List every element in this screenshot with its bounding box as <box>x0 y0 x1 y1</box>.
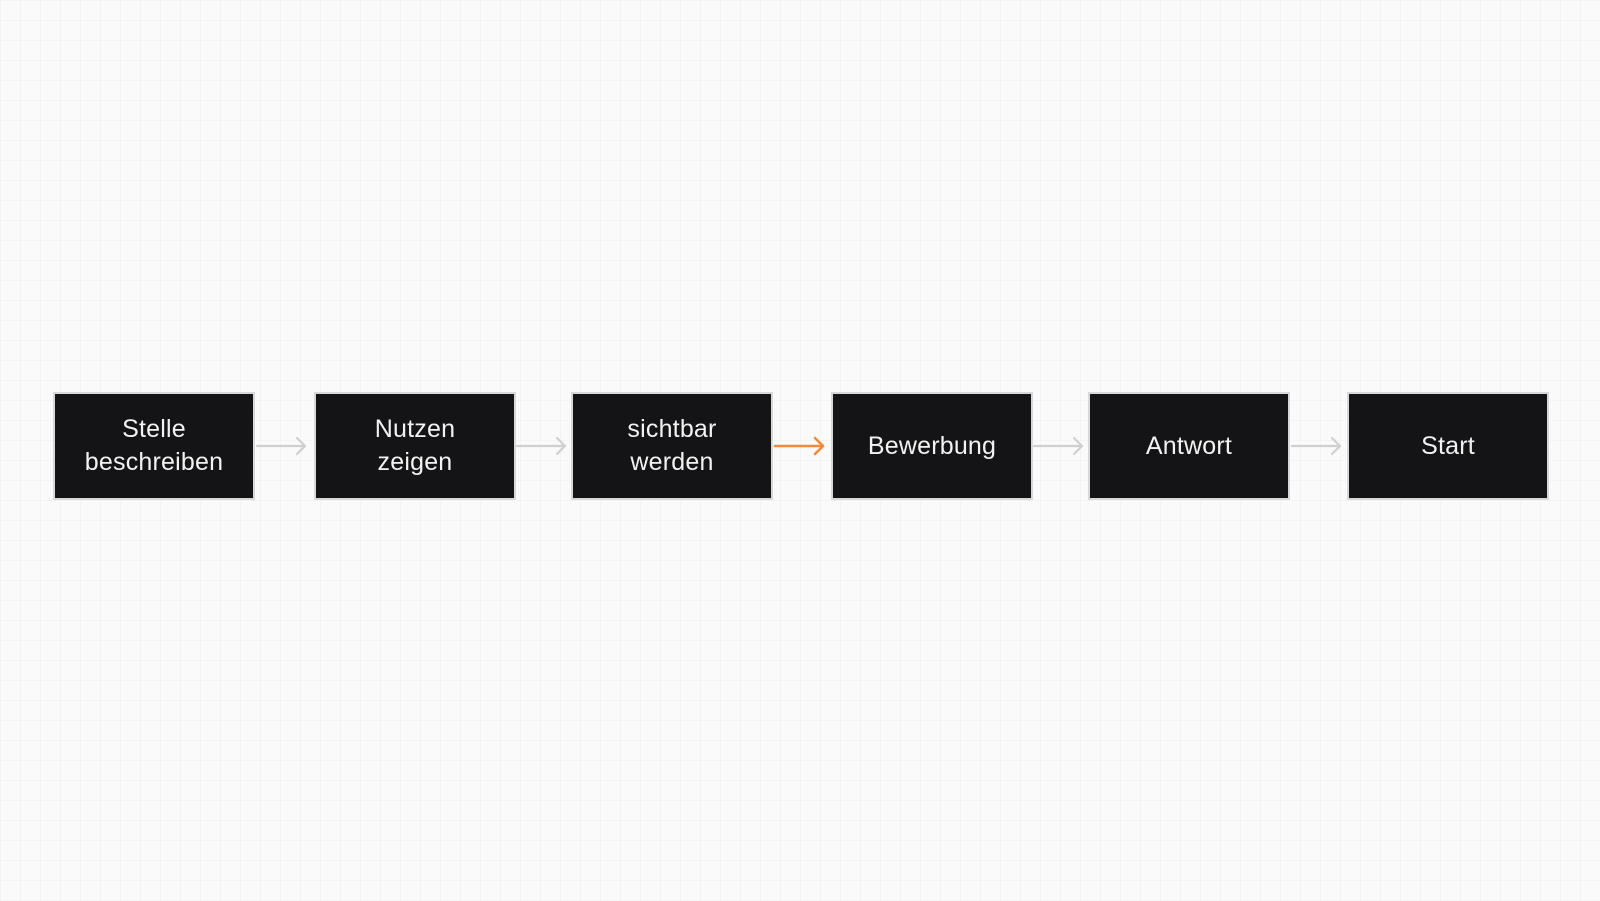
step-label: Antwort <box>1145 431 1233 460</box>
arrow-icon <box>1290 436 1342 456</box>
highlighted-arrow-icon <box>773 436 825 456</box>
step-label: Nutzen zeigen <box>374 415 456 476</box>
step-start: Start <box>1347 392 1549 500</box>
step-stelle-beschreiben: Stelle beschreiben <box>53 392 255 500</box>
step-label: sichtbar werden <box>627 415 717 476</box>
step-sichtbar-werden: sichtbar werden <box>571 392 773 500</box>
arrow-icon <box>515 436 567 456</box>
step-antwort: Antwort <box>1088 392 1290 500</box>
step-label: Stelle beschreiben <box>84 415 224 476</box>
arrow-icon <box>255 436 307 456</box>
step-label: Bewerbung <box>867 431 997 460</box>
arrow-icon <box>1032 436 1084 456</box>
step-bewerbung: Bewerbung <box>831 392 1033 500</box>
step-nutzen-zeigen: Nutzen zeigen <box>314 392 516 500</box>
step-label: Start <box>1421 431 1475 460</box>
